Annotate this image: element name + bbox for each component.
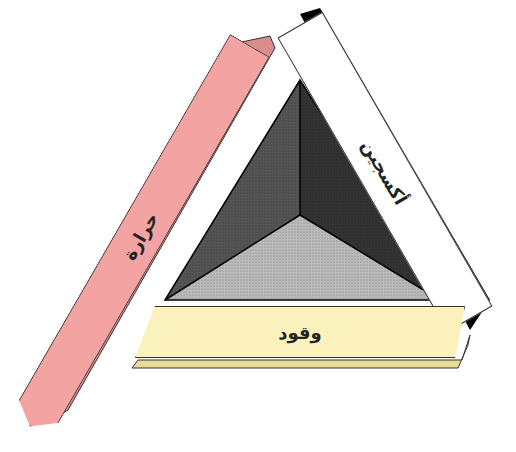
fuel-band: وقود [135,306,465,358]
band-label: وقود [278,322,322,343]
band-label: حرارة [118,209,162,264]
